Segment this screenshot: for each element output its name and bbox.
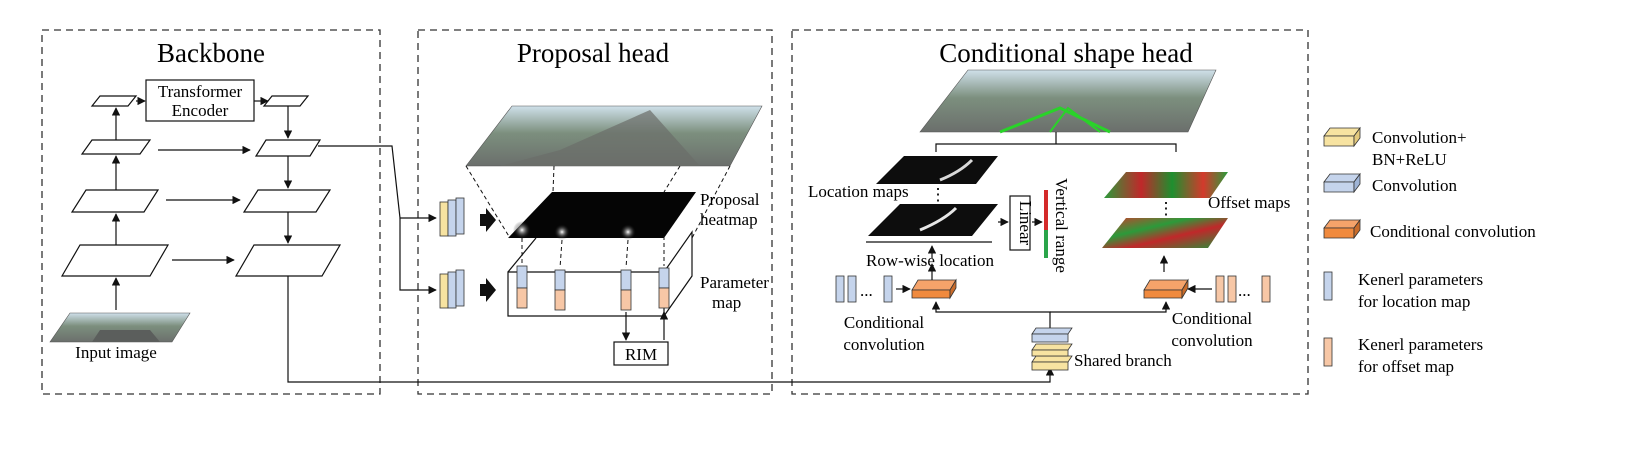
feature-plane (90, 95, 138, 107)
svg-text:Kenerl parameters: Kenerl parameters (1358, 335, 1483, 354)
shape-panel: Conditional shape head (791, 29, 1309, 395)
offset-maps: ⋮ (1102, 172, 1228, 248)
cond-conv-right-1: Conditional (1172, 309, 1253, 328)
shared-branch-stack (1031, 327, 1073, 371)
transformer-label-1: Transformer (158, 82, 243, 101)
rim-box (613, 341, 669, 366)
left-dots: ... (860, 281, 873, 300)
shared-branch-label: Shared branch (1074, 351, 1172, 370)
svg-text:Kenerl parameters: Kenerl parameters (1358, 270, 1483, 289)
svg-text:Convolution+: Convolution+ (1372, 128, 1467, 147)
heatmap-label-2: heatmap (700, 210, 758, 229)
cond-conv-right-2: convolution (1171, 331, 1253, 350)
backbone-title: Backbone (157, 38, 265, 68)
legend-item-conditional-convolution: Conditional convolution (1323, 218, 1536, 241)
feature-plane (262, 95, 310, 107)
location-maps-label: Location maps (808, 182, 909, 201)
proposal-road-image (465, 105, 763, 167)
svg-text:Convolution: Convolution (1372, 176, 1458, 195)
proposal-head: Proposal heatmap Parameter map RIM (439, 105, 769, 366)
proposal-panel: Proposal head (417, 29, 773, 395)
legend: Convolution+ BN+ReLU Convolution Conditi… (1323, 126, 1536, 376)
location-maps: ⋮ (868, 156, 998, 236)
heatmap-label-1: Proposal (700, 190, 760, 209)
linear-box (1009, 195, 1031, 251)
input-image (49, 312, 191, 343)
legend-item-convolution: Convolution (1323, 172, 1458, 195)
vertical-range-red (1044, 190, 1048, 230)
input-image-label: Input image (75, 343, 157, 362)
right-kernel-params (1215, 275, 1271, 303)
proposal-conv-block-top (439, 197, 465, 237)
left-kernel-params (835, 275, 893, 303)
rim-label: RIM (625, 345, 657, 364)
legend-item-bn-relu: Convolution+ BN+ReLU (1323, 126, 1467, 169)
backbone-panel: Backbone (41, 29, 381, 395)
proposal-heatmap (508, 192, 696, 238)
cond-conv-left-1: Conditional (844, 313, 925, 332)
svg-text:for location map: for location map (1358, 292, 1470, 311)
proposal-title: Proposal head (517, 38, 670, 68)
feature-plane (60, 244, 170, 277)
svg-text:⋮: ⋮ (930, 185, 947, 204)
parameter-map (507, 230, 693, 317)
feature-plane (254, 139, 322, 157)
backbone-feature-pyramid: Transformer Encoder Input image (49, 79, 342, 362)
legend-item-offset-kernel: Kenerl parameters for offset map (1323, 335, 1483, 376)
feature-plane (242, 189, 332, 213)
feature-plane (234, 244, 342, 277)
shape-title: Conditional shape head (939, 38, 1193, 68)
cond-conv-left-2: convolution (843, 335, 925, 354)
svg-text:BN+ReLU: BN+ReLU (1372, 150, 1447, 169)
transformer-label-2: Encoder (172, 101, 229, 120)
svg-text:for offset map: for offset map (1358, 357, 1454, 376)
conditional-shape-head: ⋮ Location maps Row-wise location Linear… (808, 69, 1290, 371)
right-dots: ... (1238, 281, 1251, 300)
shape-road-image (919, 69, 1217, 134)
transformer-encoder-box (145, 79, 255, 122)
feature-plane (80, 139, 152, 155)
svg-text:⋮: ⋮ (1158, 199, 1175, 218)
legend-item-location-kernel: Kenerl parameters for location map (1323, 270, 1483, 311)
offset-maps-label: Offset maps (1208, 193, 1290, 212)
vertical-range-label: Vertical range (1052, 178, 1071, 273)
backbone-to-heads-lines (287, 145, 1055, 383)
vertical-range-green (1044, 230, 1048, 258)
proposal-conv-block-bottom (439, 269, 465, 309)
feature-plane (70, 189, 160, 213)
parameter-label-2: map (712, 293, 741, 312)
parameter-label-1: Parameter (700, 273, 769, 292)
linear-label: Linear (1016, 201, 1035, 246)
row-wise-label: Row-wise location (866, 251, 994, 270)
svg-text:Conditional convolution: Conditional convolution (1370, 222, 1536, 241)
